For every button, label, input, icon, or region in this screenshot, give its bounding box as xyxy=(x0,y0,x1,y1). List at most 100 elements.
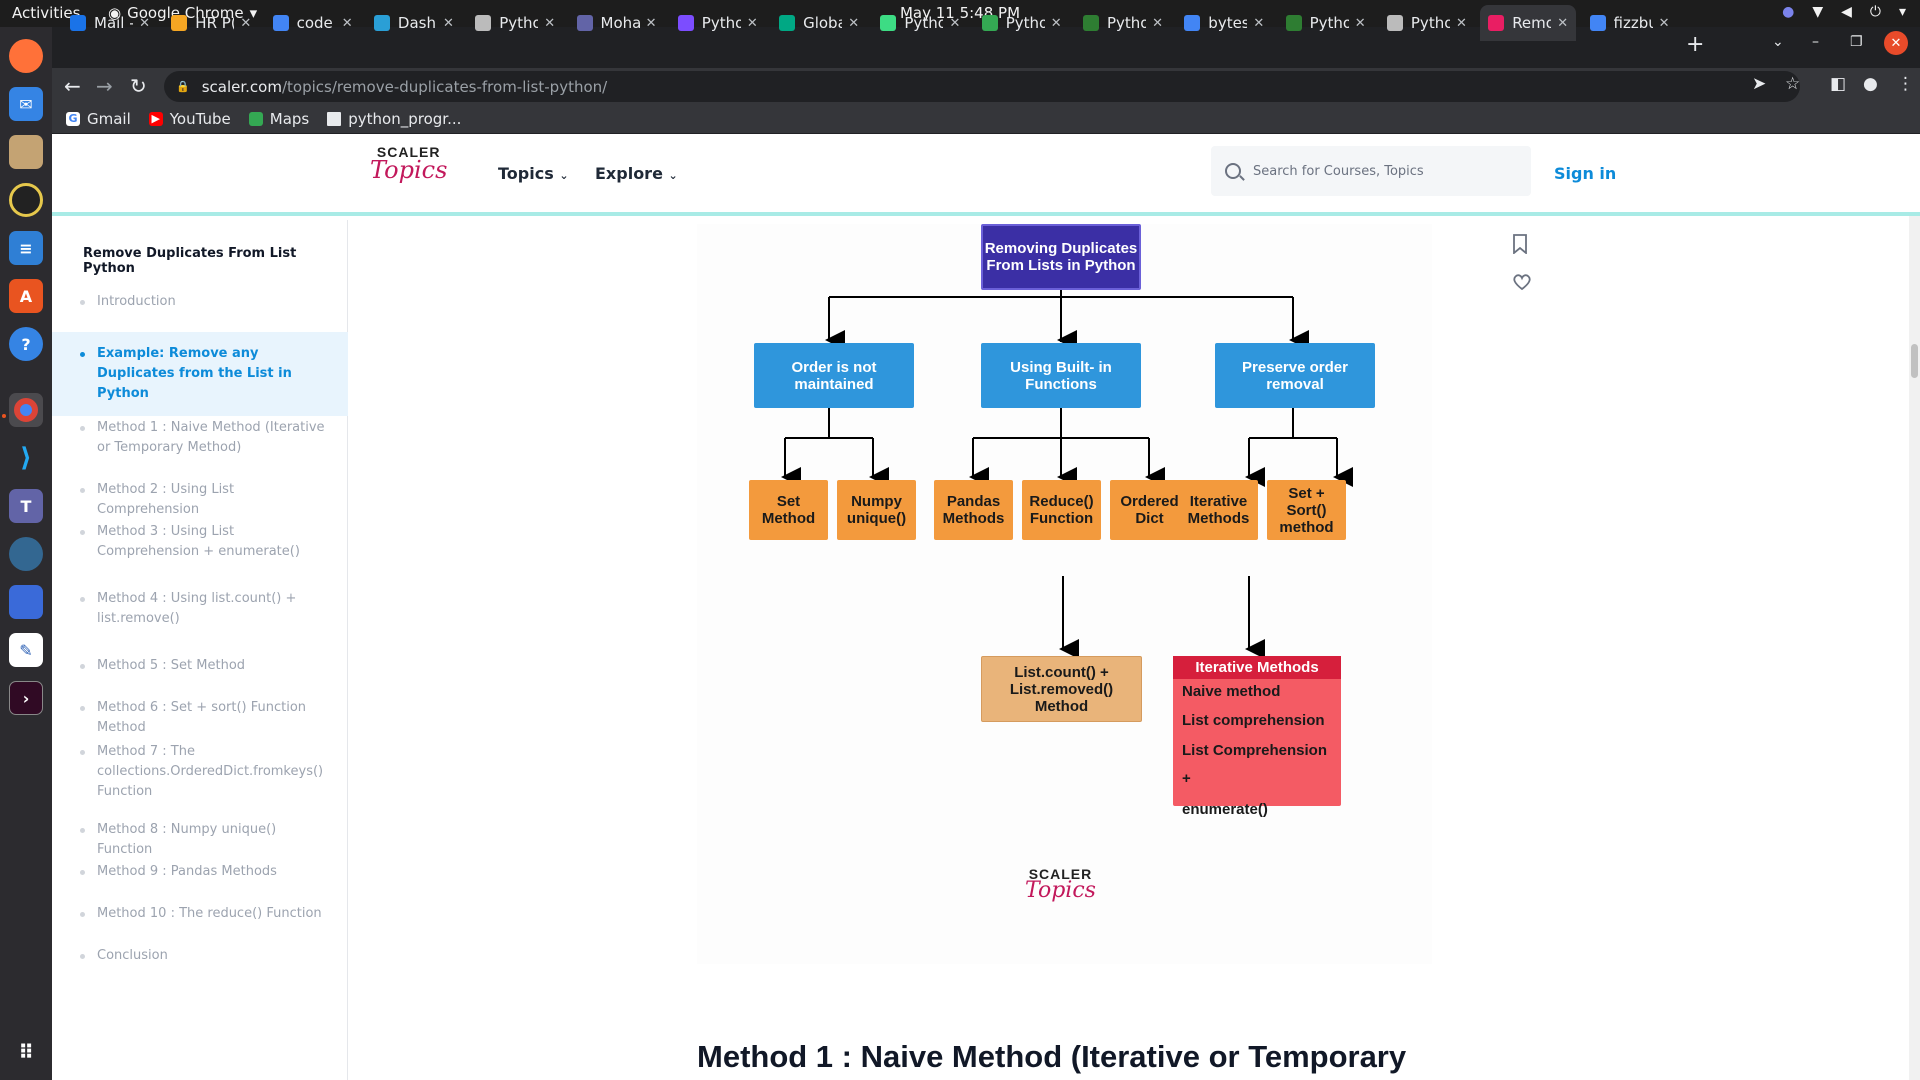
tab-close-icon[interactable]: ✕ xyxy=(139,15,150,31)
toc-item[interactable]: Method 2 : Using List Comprehension xyxy=(52,480,348,520)
bookmark-maps[interactable]: Maps xyxy=(248,110,310,128)
teams-icon[interactable]: T xyxy=(9,489,43,523)
terminal-icon[interactable]: › xyxy=(9,681,43,715)
tab-close-icon[interactable]: ✕ xyxy=(1658,15,1670,31)
toc-item[interactable]: Method 5 : Set Method xyxy=(52,656,348,676)
tab-close-icon[interactable]: ✕ xyxy=(746,15,758,31)
minimize-button[interactable]: – xyxy=(1812,34,1819,50)
close-window-button[interactable]: ✕ xyxy=(1884,31,1908,55)
send-icon[interactable]: ➤ xyxy=(1752,74,1767,94)
bookmark-star-icon[interactable]: ☆ xyxy=(1785,74,1801,94)
tab-close-icon[interactable]: ✕ xyxy=(645,15,657,31)
page-scrollbar[interactable] xyxy=(1909,216,1920,1080)
browser-tab[interactable]: Globa✕ xyxy=(771,5,867,41)
software-icon[interactable]: A xyxy=(9,279,43,313)
tab-close-icon[interactable]: ✕ xyxy=(1050,15,1062,31)
toc-item[interactable]: Method 1 : Naive Method (Iterative or Te… xyxy=(52,418,348,458)
toc-item[interactable]: Introduction xyxy=(52,292,348,312)
tab-search-icon[interactable]: ⌄ xyxy=(1772,34,1784,50)
volume-icon[interactable]: ◀ xyxy=(1841,4,1852,20)
search-input[interactable]: Search for Courses, Topics xyxy=(1211,146,1531,196)
reload-icon[interactable]: ↻ xyxy=(130,74,147,98)
teams-tray-icon[interactable]: ● xyxy=(1782,4,1795,20)
tab-close-icon[interactable]: ✕ xyxy=(949,15,961,31)
text-editor-icon[interactable]: ✎ xyxy=(9,633,43,667)
toc-item[interactable]: Conclusion xyxy=(52,946,348,966)
tab-favicon-icon xyxy=(1386,15,1403,31)
back-arrow-icon[interactable]: ← xyxy=(64,74,81,98)
side-panel-icon[interactable]: ◧ xyxy=(1830,74,1847,94)
restore-button[interactable]: ❐ xyxy=(1850,34,1863,50)
writer-icon[interactable]: ≡ xyxy=(9,231,43,265)
lock-icon[interactable]: 🔒 xyxy=(176,80,190,93)
thunderbird-icon[interactable]: ✉ xyxy=(9,87,43,121)
tab-close-icon[interactable]: ✕ xyxy=(1354,15,1366,31)
toc-item[interactable]: Method 4 : Using list.count() + list.rem… xyxy=(52,589,348,629)
profile-avatar-icon[interactable]: ● xyxy=(1863,74,1878,94)
tab-close-icon[interactable]: ✕ xyxy=(1557,15,1569,31)
browser-tab[interactable]: Moha✕ xyxy=(569,5,665,41)
nav-explore[interactable]: Explore ⌄ xyxy=(595,164,678,183)
power-icon[interactable]: ⏻ xyxy=(1869,4,1881,20)
browser-tab[interactable]: Pytho✕ xyxy=(467,5,563,41)
rhythmbox-icon[interactable] xyxy=(9,183,43,217)
browser-tab[interactable]: HR P(✕ xyxy=(163,5,259,41)
tab-close-icon[interactable]: ✕ xyxy=(341,15,353,31)
app-menu[interactable]: ◉ Google Chrome ▾ xyxy=(108,4,257,22)
menu-kebab-icon[interactable]: ⋮ xyxy=(1897,74,1914,94)
help-icon[interactable]: ? xyxy=(9,327,43,361)
scaler-logo[interactable]: SCALER Topics xyxy=(370,144,447,184)
tab-close-icon[interactable]: ✕ xyxy=(1152,15,1163,31)
new-tab-button[interactable]: + xyxy=(1686,32,1705,57)
forward-arrow-icon[interactable]: → xyxy=(96,74,113,98)
figure-watermark-logo: SCALER Topics xyxy=(1025,866,1096,903)
browser-tab[interactable]: Pytho✕ xyxy=(1075,5,1171,41)
browser-tab[interactable]: fizzbu✕ xyxy=(1582,5,1678,41)
chevron-down-icon[interactable]: ▾ xyxy=(1898,4,1906,20)
tab-favicon-icon xyxy=(1488,15,1505,31)
browser-tab[interactable]: Pytho✕ xyxy=(974,5,1070,41)
firefox-icon[interactable] xyxy=(9,39,43,73)
scrollbar-thumb[interactable] xyxy=(1911,344,1918,378)
tab-close-icon[interactable]: ✕ xyxy=(1455,15,1467,31)
toc-item[interactable]: Method 10 : The reduce() Function xyxy=(52,904,348,924)
tab-close-icon[interactable]: ✕ xyxy=(240,15,252,31)
browser-tab[interactable]: code✕ xyxy=(265,5,361,41)
address-bar[interactable]: 🔒 scaler.com/topics/remove-duplicates-fr… xyxy=(164,71,1800,102)
toc-item[interactable]: Method 3 : Using List Comprehension + en… xyxy=(52,522,348,562)
screenshot-icon[interactable] xyxy=(9,585,43,619)
browser-tab[interactable]: Mail -✕ xyxy=(62,5,158,41)
bookmark-youtube[interactable]: ▶YouTube xyxy=(148,110,231,128)
bookmark-icon[interactable] xyxy=(1512,234,1528,259)
tab-close-icon[interactable]: ✕ xyxy=(848,15,860,31)
activities-button[interactable]: Activities xyxy=(12,4,81,22)
toc-item[interactable]: Method 7 : The collections.OrderedDict.f… xyxy=(52,742,348,802)
bookmark-label: Maps xyxy=(269,110,310,128)
postgres-icon[interactable] xyxy=(9,537,43,571)
tab-close-icon[interactable]: ✕ xyxy=(1253,15,1265,31)
tab-close-icon[interactable]: ✕ xyxy=(442,15,454,31)
browser-tab[interactable]: Pytho✕ xyxy=(1379,5,1475,41)
vscode-icon[interactable]: ⟩ xyxy=(20,443,32,473)
browser-tab[interactable]: Pytho✕ xyxy=(1278,5,1374,41)
bookmark-folder[interactable]: python_progr... xyxy=(327,110,461,128)
chrome-dock-icon[interactable] xyxy=(9,393,43,427)
toc-item[interactable]: Method 8 : Numpy unique() Function xyxy=(52,820,348,860)
wifi-icon[interactable]: ▼ xyxy=(1812,4,1824,20)
toc-item[interactable]: Method 9 : Pandas Methods xyxy=(52,862,348,882)
tab-close-icon[interactable]: ✕ xyxy=(544,15,556,31)
files-icon[interactable] xyxy=(9,135,43,169)
browser-tab[interactable]: Remo✕ xyxy=(1480,5,1577,41)
toc-item[interactable]: Example: Remove any Duplicates from the … xyxy=(52,332,348,416)
show-apps-icon[interactable]: ⠿ xyxy=(18,1040,34,1064)
system-tray[interactable]: ● ▼ ◀ ⏻ ▾ xyxy=(1782,4,1906,20)
browser-tab[interactable]: Pytho✕ xyxy=(670,5,766,41)
sign-in-link[interactable]: Sign in xyxy=(1554,164,1617,183)
like-heart-icon[interactable] xyxy=(1512,272,1532,296)
browser-tab[interactable]: Pytho✕ xyxy=(872,5,968,41)
browser-tab[interactable]: bytes✕ xyxy=(1176,5,1272,41)
nav-topics[interactable]: Topics ⌄ xyxy=(498,164,569,183)
toc-item[interactable]: Method 6 : Set + sort() Function Method xyxy=(52,698,348,738)
browser-tab[interactable]: Dashl✕ xyxy=(366,5,462,41)
